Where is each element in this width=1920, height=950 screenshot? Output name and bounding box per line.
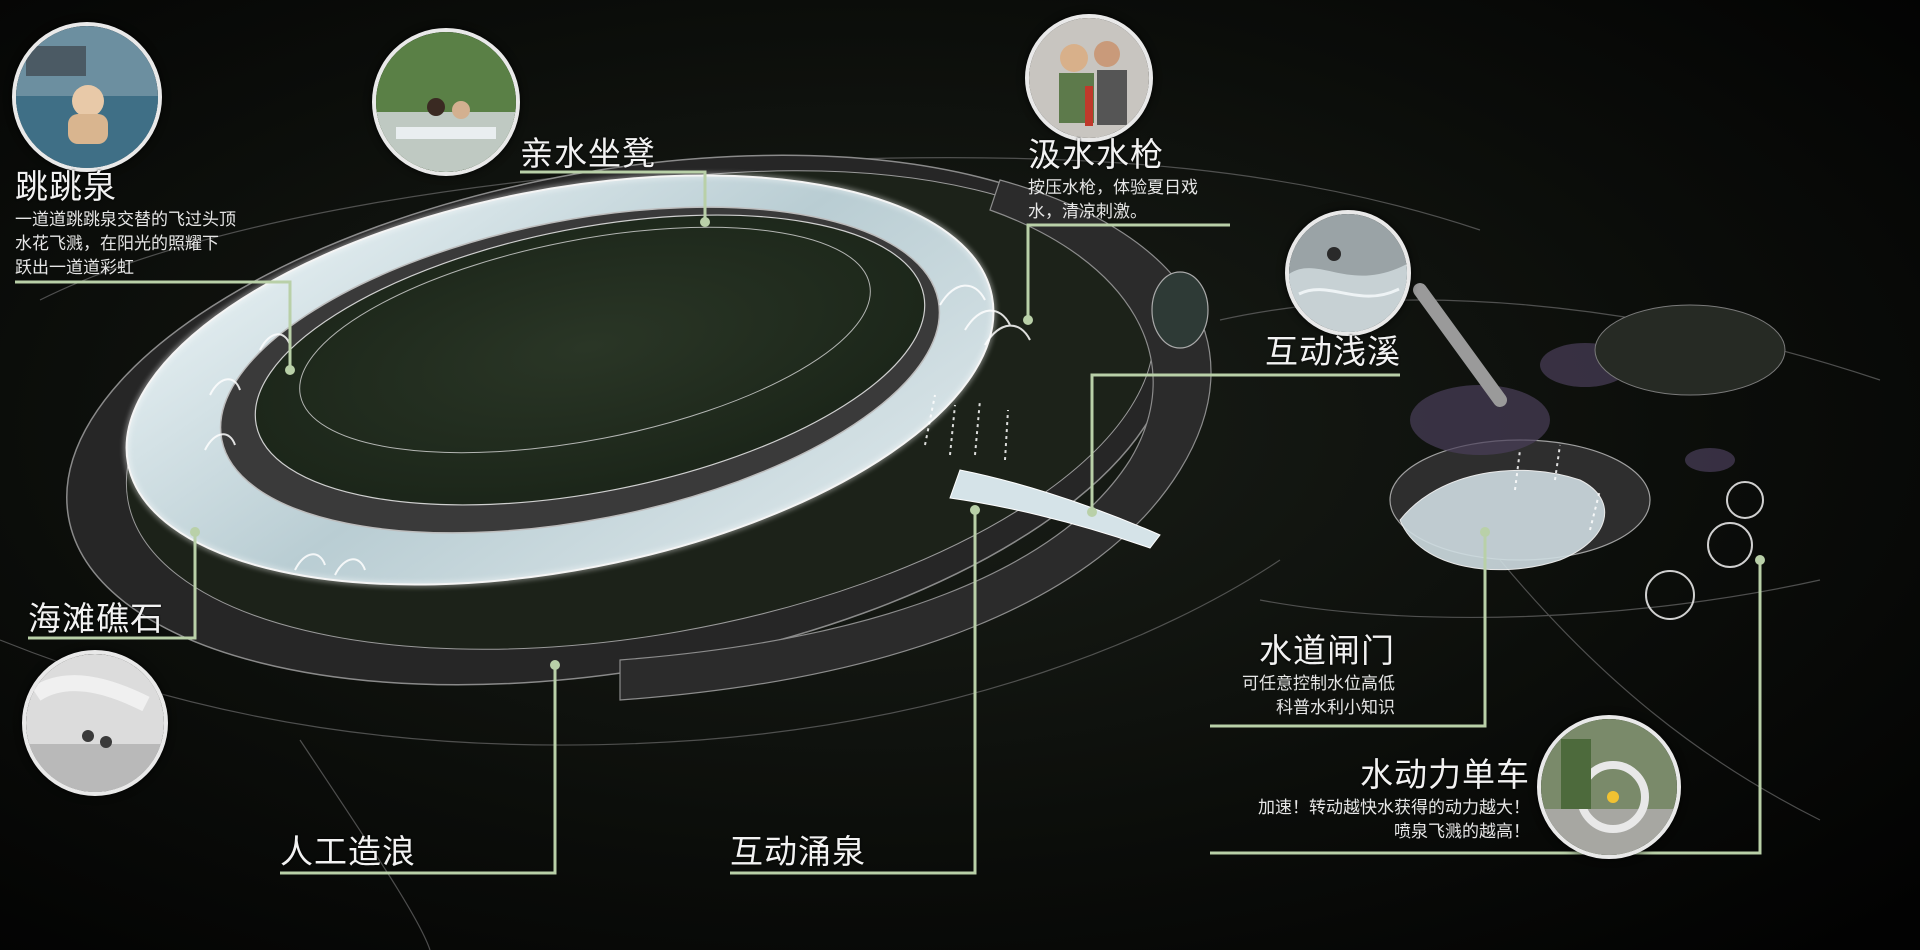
photo-qinshui xyxy=(372,28,520,176)
feature-desc-line: 水，清凉刺激。 xyxy=(1028,202,1147,222)
feature-title: 汲水水枪 xyxy=(1028,135,1164,174)
feature-desc-line: 跃出一道道彩虹 xyxy=(15,258,134,278)
leader-line-hudongyong xyxy=(730,510,977,875)
leader-line-hudongqianxi xyxy=(1090,373,1400,512)
feature-title: 互动涌泉 xyxy=(730,832,866,871)
feature-desc-line: 水花飞溅，在阳光的照耀下 xyxy=(15,234,219,254)
leader-line-jishui xyxy=(1026,223,1230,320)
leader-dots xyxy=(190,217,1765,670)
leader-line-shuidao xyxy=(1210,532,1487,728)
feature-hudongqianxi: 互动浅溪 xyxy=(1265,325,1401,373)
feature-hudongyong: 互动涌泉 xyxy=(730,825,866,873)
feature-desc-line: 喷泉飞溅的越高！ xyxy=(1394,822,1530,842)
feature-rengong: 人工造浪 xyxy=(280,825,416,873)
feature-danche: 水动力单车 加速！转动越快水获得的动力越大！ 喷泉飞溅的越高！ xyxy=(1170,748,1530,844)
photo-haitan xyxy=(22,650,168,796)
feature-title: 互动浅溪 xyxy=(1265,332,1401,371)
feature-title: 水动力单车 xyxy=(1360,755,1530,794)
leader-line-qinshui xyxy=(520,170,707,222)
feature-tiaotiaoquan: 跳跳泉 一道道跳跳泉交替的飞过头顶 水花飞溅，在阳光的照耀下 跃出一道道彩虹 xyxy=(15,160,236,280)
leader-line-danche xyxy=(1210,560,1762,855)
feature-desc-line: 科普水利小知识 xyxy=(1276,698,1395,718)
feature-shuidao: 水道闸门 可任意控制水位高低 科普水利小知识 xyxy=(1195,624,1395,720)
curved-walkway xyxy=(619,179,1212,701)
feature-desc-line: 加速！转动越快水获得的动力越大！ xyxy=(1258,798,1530,818)
photo-hudongqianxi xyxy=(1285,210,1411,336)
feature-qinshui: 亲水坐凳 xyxy=(520,127,656,175)
creek-channel xyxy=(949,469,1161,549)
leader-line-haitan xyxy=(28,532,197,640)
feature-title: 水道闸门 xyxy=(1259,631,1395,670)
photo-jishui xyxy=(1025,14,1153,142)
feature-title: 人工造浪 xyxy=(280,832,416,871)
feature-desc-line: 可任意控制水位高低 xyxy=(1242,674,1395,694)
right-play-area xyxy=(1151,271,1786,620)
central-lawn xyxy=(254,214,926,506)
fountain-jets xyxy=(204,284,1601,576)
photo-danche xyxy=(1537,715,1681,859)
leader-line-tiaotiaoquan xyxy=(15,280,292,370)
feature-desc-line: 一道道跳跳泉交替的飞过头顶 xyxy=(15,210,236,230)
feature-title: 跳跳泉 xyxy=(15,167,117,206)
feature-title: 亲水坐凳 xyxy=(520,134,656,173)
photo-tiaotiaoquan xyxy=(12,22,162,172)
leader-line-rengong xyxy=(280,665,557,875)
feature-jishui: 汲水水枪 按压水枪，体验夏日戏 水，清凉刺激。 xyxy=(1028,128,1198,224)
leader-lines xyxy=(15,170,1762,875)
feature-desc-line: 按压水枪，体验夏日戏 xyxy=(1028,178,1198,198)
feature-title: 海滩礁石 xyxy=(28,599,164,638)
feature-haitan: 海滩礁石 xyxy=(28,592,164,640)
